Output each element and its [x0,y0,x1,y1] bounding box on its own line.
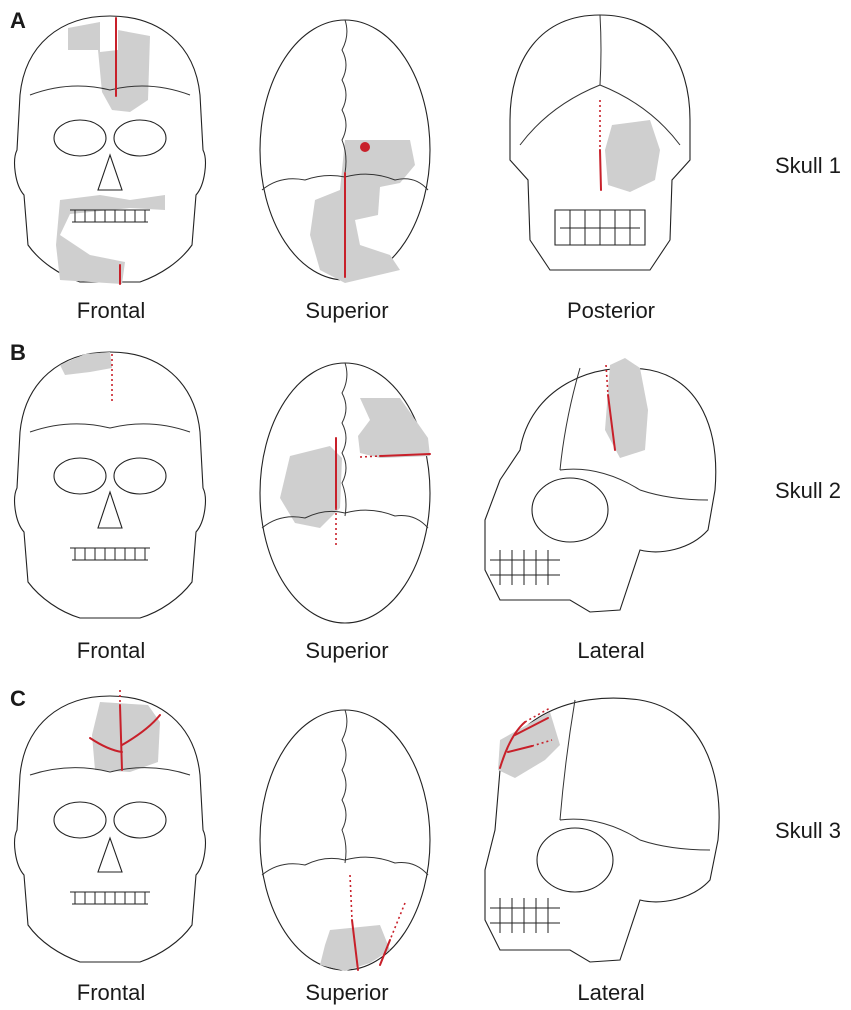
frontal-view-skull-1 [0,0,220,290]
panel-a: A Frontal Superior Posterior Sk [0,0,851,330]
view-label-lateral: Lateral [511,980,711,1006]
superior-view-skull-3 [250,705,450,975]
skull-label: Skull 3 [775,818,841,844]
panel-b: B Frontal Superior Lateral [0,340,851,670]
frontal-view-skull-3 [0,680,220,970]
superior-view-skull-1 [250,15,450,285]
skull-label: Skull 2 [775,478,841,504]
panel-c: C Frontal Superior [0,680,851,1010]
view-label-frontal: Frontal [11,980,211,1006]
view-label-lateral: Lateral [511,638,711,664]
posterior-view-skull-1 [500,10,700,280]
view-label-superior: Superior [247,638,447,664]
skull-label: Skull 1 [775,153,841,179]
lateral-view-skull-2 [470,350,730,620]
lateral-view-skull-3 [470,690,730,960]
view-label-posterior: Posterior [511,298,711,324]
view-label-frontal: Frontal [11,638,211,664]
superior-view-skull-2 [250,358,450,628]
frontal-view-skull-2 [0,340,220,630]
view-label-superior: Superior [247,298,447,324]
view-label-frontal: Frontal [11,298,211,324]
view-label-superior: Superior [247,980,447,1006]
